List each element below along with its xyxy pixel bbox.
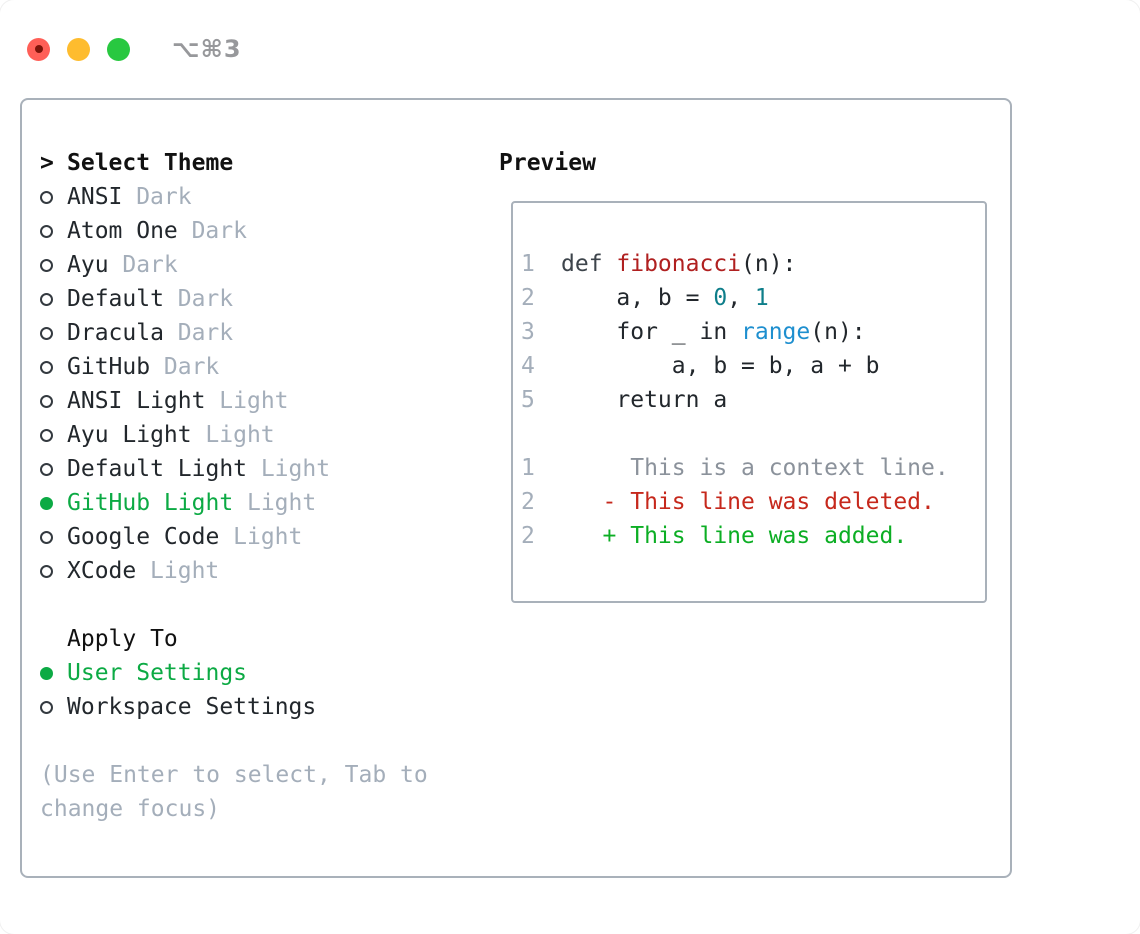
radio-icon (40, 190, 67, 204)
radio-icon (40, 224, 67, 238)
preview-title: Preview (499, 150, 596, 176)
radio-icon (40, 258, 67, 272)
minimize-button[interactable] (67, 37, 90, 61)
theme-name: ANSI Light (67, 388, 206, 414)
help-text-line: (Use Enter to select, Tab to (40, 762, 428, 788)
radio-icon (40, 530, 67, 544)
code-line: 2 a, b = 0, 1 (521, 281, 985, 315)
selected-radio-icon (40, 666, 67, 680)
line-number: 5 (521, 387, 535, 413)
line-number: 3 (521, 319, 535, 345)
spacer (40, 724, 499, 758)
line-number: 2 (521, 285, 535, 311)
theme-name: Ayu (67, 252, 109, 278)
theme-name: Dracula (67, 320, 164, 346)
theme-name: XCode (67, 558, 137, 584)
code-line: 3 for _ in range(n): (521, 315, 985, 349)
apply-option-label: Workspace Settings (67, 694, 317, 720)
theme-variant: Light (219, 388, 289, 414)
radio-icon (40, 428, 67, 442)
radio-icon (40, 394, 67, 408)
theme-variant: Light (246, 490, 317, 516)
window-title-shortcut: ⌥⌘3 (172, 35, 242, 63)
radio-icon (40, 360, 67, 374)
apply-option-label: User Settings (67, 660, 248, 686)
radio-icon (40, 462, 67, 476)
theme-option[interactable]: XCode Light (40, 554, 499, 588)
line-number: 1 (521, 251, 535, 277)
apply-option[interactable]: Workspace Settings (40, 690, 499, 724)
theme-name: ANSI (67, 184, 123, 210)
titlebar: ⌥⌘3 (0, 0, 1140, 98)
theme-option[interactable]: ANSI Dark (40, 180, 499, 214)
diff-context-line: 1 This is a context line. (521, 451, 985, 485)
apply-to-header: Apply To (40, 622, 499, 656)
line-number: 2 (521, 489, 535, 515)
theme-option[interactable]: Dracula Dark (40, 316, 499, 350)
radio-icon (40, 564, 67, 578)
line-number: 2 (521, 523, 535, 549)
help-text: (Use Enter to select, Tab to change focus… (40, 758, 499, 826)
apply-to-title: Apply To (67, 626, 178, 652)
theme-variant: Light (260, 456, 331, 482)
code-line: 5 return a (521, 383, 985, 417)
radio-icon (40, 292, 67, 306)
theme-option[interactable]: Default Light Light (40, 452, 499, 486)
theme-name: GitHub (67, 354, 151, 380)
theme-name: Default Light (67, 456, 248, 482)
theme-name: GitHub Light (67, 490, 234, 516)
theme-variant: Light (205, 422, 275, 448)
zoom-button[interactable] (107, 37, 130, 61)
theme-option[interactable]: GitHub Light Light (40, 486, 499, 520)
theme-variant: Dark (177, 286, 234, 312)
select-theme-title: Select Theme (67, 150, 234, 176)
theme-name: Atom One (67, 218, 178, 244)
theme-option[interactable]: GitHub Dark (40, 350, 499, 384)
theme-variant: Dark (136, 184, 192, 210)
theme-option[interactable]: Atom One Dark (40, 214, 499, 248)
close-button[interactable] (27, 37, 50, 61)
select-theme-header: > Select Theme (40, 146, 499, 180)
theme-option[interactable]: Default Dark (40, 282, 499, 316)
theme-name: Default (67, 286, 164, 312)
radio-icon (40, 326, 67, 340)
radio-icon (40, 700, 67, 714)
blank-line (521, 417, 985, 451)
line-number: 1 (521, 455, 535, 481)
theme-variant: Light (233, 524, 303, 550)
theme-option[interactable]: Google Code Light (40, 520, 499, 554)
spacer (40, 588, 499, 622)
theme-option[interactable]: Ayu Light Light (40, 418, 499, 452)
theme-name: Ayu Light (67, 422, 192, 448)
help-text-line: change focus) (40, 796, 221, 822)
prompt-chevron-icon: > (40, 150, 54, 176)
code-line: 4 a, b = b, a + b (521, 349, 985, 383)
theme-variant: Dark (177, 320, 234, 346)
apply-option[interactable]: User Settings (40, 656, 499, 690)
selected-radio-icon (40, 496, 67, 510)
theme-name: Google Code (67, 524, 220, 550)
theme-option[interactable]: ANSI Light Light (40, 384, 499, 418)
theme-variant: Dark (191, 218, 247, 244)
diff-deleted-line: 2 - This line was deleted. (521, 485, 985, 519)
line-number: 4 (521, 353, 535, 379)
theme-option[interactable]: Ayu Dark (40, 248, 499, 282)
theme-variant: Dark (122, 252, 178, 278)
theme-variant: Dark (163, 354, 220, 380)
theme-variant: Light (150, 558, 220, 584)
diff-added-line: 2 + This line was added. (521, 519, 985, 553)
